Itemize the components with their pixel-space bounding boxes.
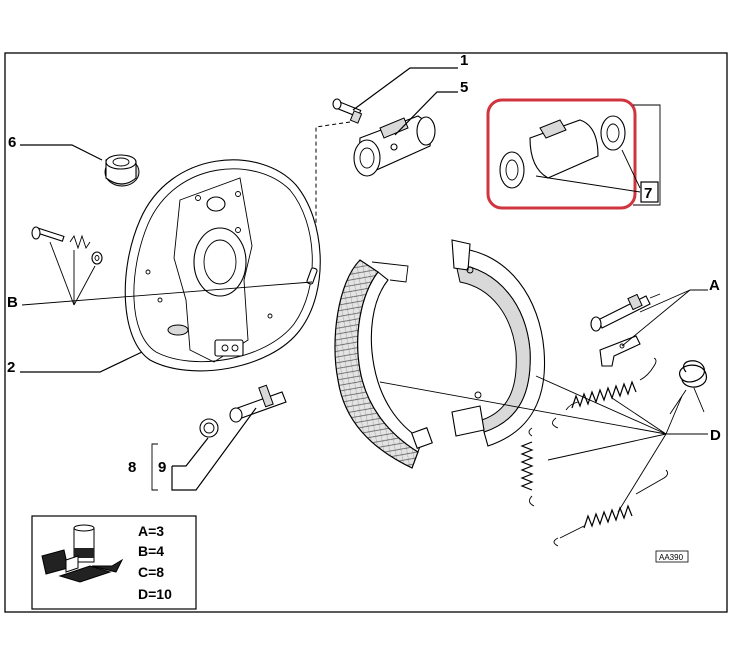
part-5-wheel-cylinder: [353, 115, 436, 177]
leader-7: [535, 175, 641, 193]
brake-shoe-right: [451, 239, 546, 447]
leader-8: [171, 407, 257, 491]
callout-5: 5: [460, 79, 468, 96]
leader-d2: [535, 375, 667, 435]
frame-part-7: [633, 104, 661, 206]
leader-b1: [49, 241, 75, 306]
callout-8: 8: [128, 459, 136, 476]
leader-d3: [611, 397, 667, 435]
callout-1: 1: [460, 52, 468, 69]
assembly-dash-line: [221, 121, 351, 237]
part-2-back-plate: [124, 159, 321, 372]
bracket-8-9: [151, 443, 158, 491]
drawing-code: AA390: [659, 553, 684, 562]
legend-item-d: D=10: [138, 586, 172, 602]
legend-item-a: A=3: [138, 523, 164, 539]
drawing-code-box: [655, 550, 689, 563]
leader-d1: [379, 381, 667, 435]
part-d-springs: [520, 357, 707, 547]
part-b-hold-down-kit: [31, 226, 318, 285]
leader-a1: [639, 289, 691, 313]
callout-b: B: [7, 294, 18, 311]
part-7-wheel-cylinder: [499, 115, 626, 189]
callout-d: D: [710, 427, 721, 444]
highlight-box-part-7: [486, 98, 637, 210]
leader-7b: [621, 149, 641, 189]
brake-shoe-left: [334, 259, 433, 469]
leader-2: [20, 351, 143, 373]
leader-d6: [617, 433, 667, 513]
diagram-frame: [4, 52, 728, 613]
leader-6: [20, 144, 103, 161]
lubricant-icon: [41, 524, 124, 583]
callout-9: 9: [158, 459, 166, 476]
callout-6: 6: [8, 134, 16, 151]
leader-d4: [665, 395, 683, 435]
legend-item-b: B=4: [138, 543, 164, 559]
part-6-bush: [104, 154, 140, 187]
part-9-sleeve: [199, 418, 219, 438]
part-1-bleed-screw: [332, 98, 363, 124]
leader-a2: [621, 289, 691, 347]
leader-b4: [21, 281, 313, 306]
legend-box: A=3 B=4 C=8 D=10: [31, 515, 197, 610]
leader-1: [352, 67, 458, 111]
leader-d5: [547, 433, 667, 461]
part-8-adjuster-rod: [229, 384, 287, 423]
leader-5: [394, 91, 458, 136]
callout-7-box: [640, 181, 659, 203]
callout-7: 7: [644, 185, 652, 202]
leader-9: [172, 437, 209, 467]
leader-b3: [73, 265, 96, 306]
callout-a: A: [709, 277, 720, 294]
callout-2: 2: [7, 359, 15, 376]
part-a-adjuster-parts: [590, 293, 661, 367]
legend-item-c: C=8: [138, 564, 164, 580]
